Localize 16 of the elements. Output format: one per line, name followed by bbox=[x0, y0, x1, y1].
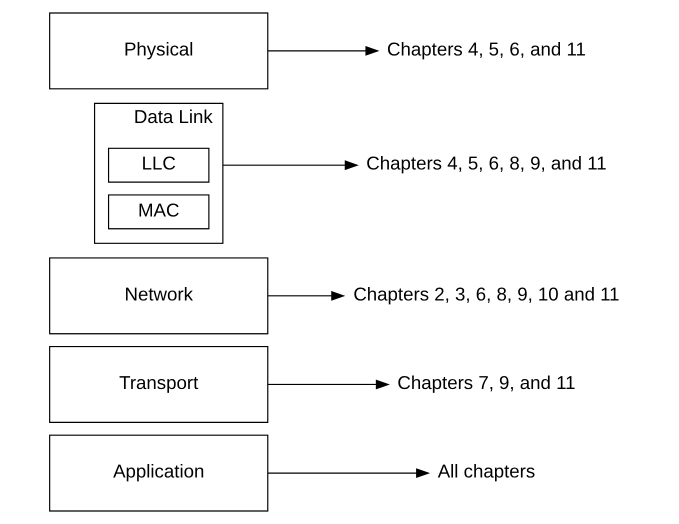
node-text: Chapters 7, 9, and 11 bbox=[397, 372, 576, 393]
node-text: Chapters 4, 5, 6, and 11 bbox=[387, 38, 586, 60]
node-box: LLC bbox=[108, 148, 210, 183]
node-box: MAC bbox=[108, 194, 210, 230]
node-text: All chapters bbox=[438, 460, 536, 482]
arrow bbox=[222, 160, 359, 170]
arrow bbox=[268, 290, 346, 301]
arrow bbox=[268, 468, 430, 478]
node-box: Network bbox=[49, 257, 268, 334]
arrow bbox=[268, 46, 380, 56]
node-box: Transport bbox=[49, 346, 268, 423]
arrow bbox=[268, 380, 390, 390]
node-box: Application bbox=[49, 434, 268, 512]
node-box: Physical bbox=[49, 12, 268, 90]
node-text: Chapters 4, 5, 6, 8, 9, and 11 bbox=[366, 152, 607, 174]
node-text: Chapters 2, 3, 6, 8, 9, 10 and 11 bbox=[353, 283, 620, 304]
